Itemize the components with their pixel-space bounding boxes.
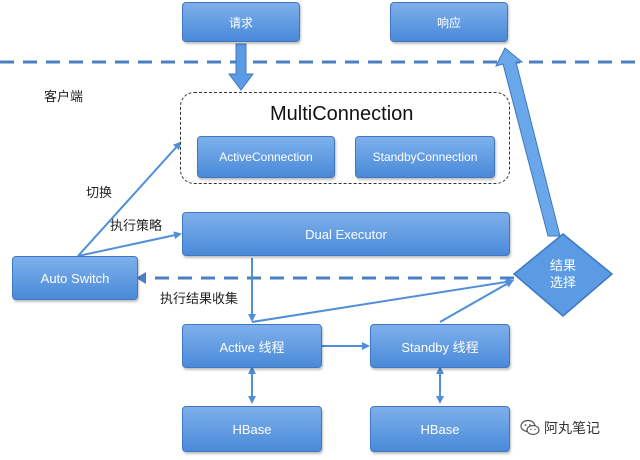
active-to-result-arrow — [251, 277, 514, 323]
strategy-arrow — [77, 231, 182, 257]
response-box: 响应 — [390, 2, 508, 42]
switch-arrow — [77, 141, 182, 257]
result-select-diamond — [512, 233, 614, 317]
standby-connection-box: StandbyConnection — [355, 136, 495, 178]
result-select-line1: 结果 — [549, 259, 576, 274]
strategy-label: 执行策略 — [110, 219, 163, 234]
watermark-text: 阿丸笔记 — [544, 421, 600, 437]
wechat-icon — [520, 419, 540, 436]
standby-thread-box: Standby 线程 — [370, 324, 510, 368]
active-connection-box: ActiveConnection — [197, 136, 335, 178]
multiconnection-group — [180, 92, 510, 184]
active-thread-box: Active 线程 — [182, 324, 322, 368]
request-arrow — [228, 43, 254, 91]
hbase-left-box: HBase — [182, 406, 322, 452]
standby-to-result-arrow — [439, 280, 514, 323]
multiconnection-title: MultiConnection — [270, 103, 414, 125]
switch-label: 切换 — [86, 186, 113, 201]
result-select-label: 结果 选择 — [533, 258, 593, 292]
hbase-right-box: HBase — [370, 406, 510, 452]
auto-switch-box: Auto Switch — [12, 256, 138, 300]
collect-label: 执行结果收集 — [160, 292, 239, 307]
collect-arrowhead — [136, 272, 146, 284]
dual-executor-box: Dual Executor — [182, 212, 510, 256]
request-box: 请求 — [182, 2, 300, 42]
result-select-line2: 选择 — [549, 276, 576, 291]
client-label: 客户端 — [44, 90, 84, 105]
watermark: 阿丸笔记 — [520, 418, 600, 438]
response-arrow — [495, 47, 561, 237]
